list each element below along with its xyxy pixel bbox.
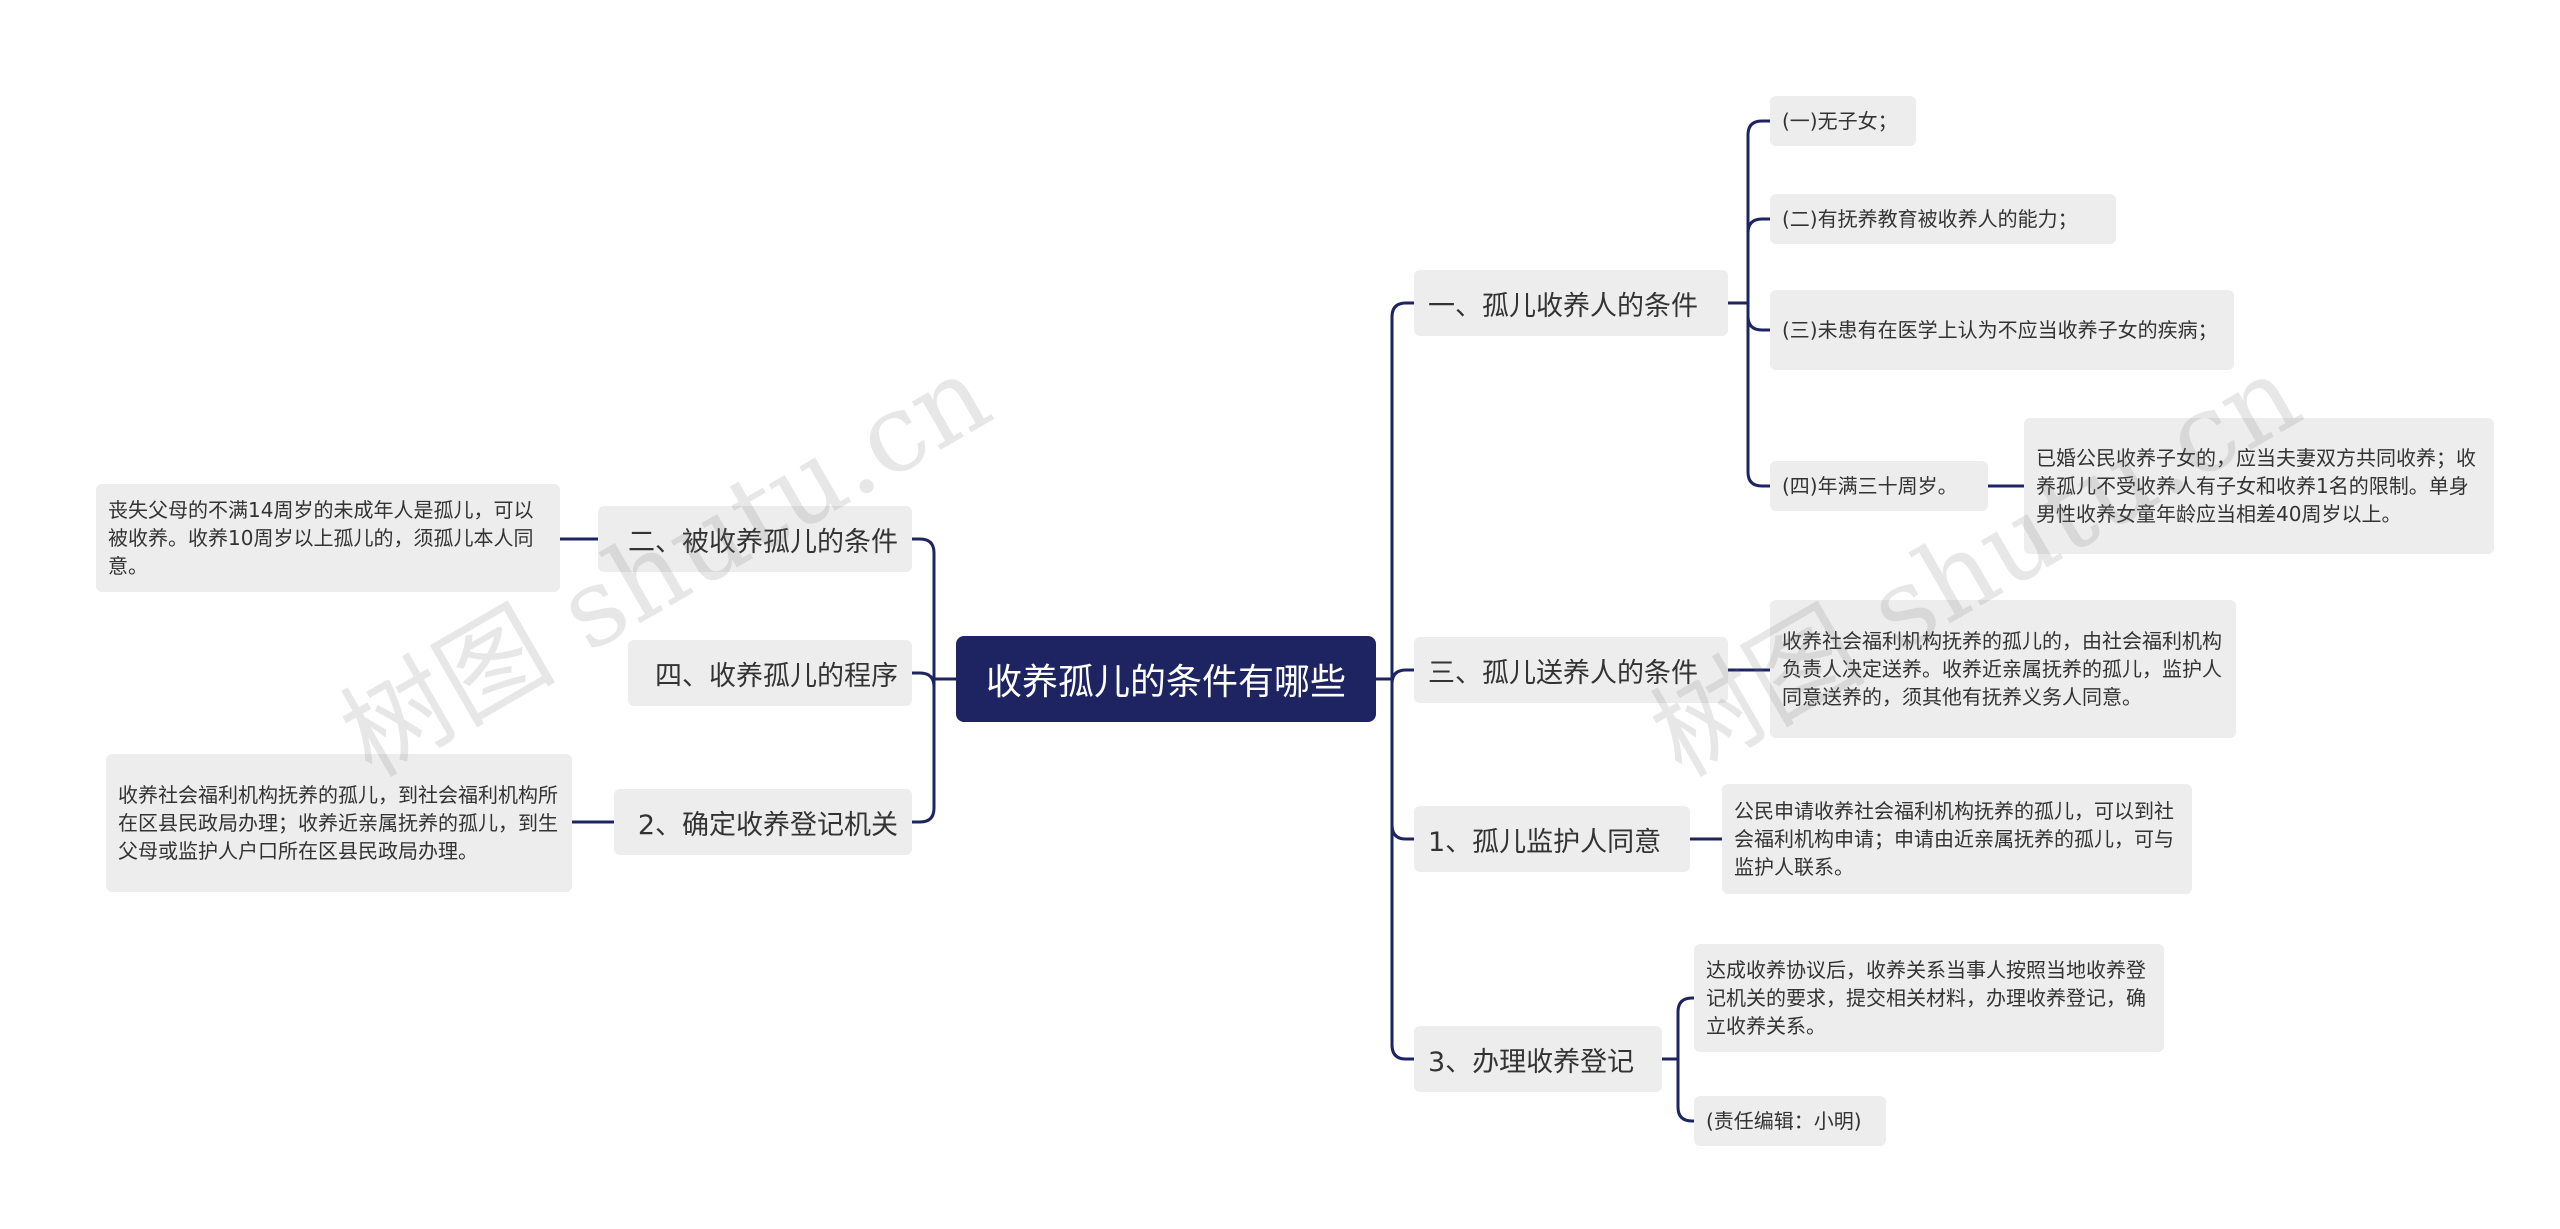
branch-registration-authority[interactable]: 2、确定收养登记机关 xyxy=(614,789,912,855)
connector-4 xyxy=(1390,677,1416,1061)
leaf-no-disease: (三)未患有在医学上认为不应当收养子女的疾病； xyxy=(1770,290,2234,370)
leaf-married-rule: 已婚公民收养子女的，应当夫妻双方共同收养；收养孤儿不受收养人有子女和收养1名的限… xyxy=(2024,418,2494,554)
branch-placer-conditions[interactable]: 三、孤儿送养人的条件 xyxy=(1414,637,1728,703)
leaf-editor: (责任编辑：小明) xyxy=(1694,1096,1886,1146)
leaf-no-children: (一)无子女； xyxy=(1770,96,1916,146)
root-topic[interactable]: 收养孤儿的条件有哪些 xyxy=(956,636,1376,722)
connector-19 xyxy=(1676,1057,1696,1123)
connector-11 xyxy=(1746,217,1772,305)
branch-adoptee-conditions[interactable]: 二、被收养孤儿的条件 xyxy=(598,506,912,572)
connector-10 xyxy=(1746,119,1772,305)
connector-12 xyxy=(1746,301,1772,332)
branch-guardian-consent[interactable]: 1、孤儿监护人同意 xyxy=(1414,806,1690,872)
leaf-authority-rule: 收养社会福利机构抚养的孤儿，到社会福利机构所在区县民政局办理；收养近亲属抚养的孤… xyxy=(106,754,572,892)
connector-1 xyxy=(1390,301,1416,681)
leaf-age-thirty: (四)年满三十周岁。 xyxy=(1770,461,1988,511)
leaf-placer-rule: 收养社会福利机构抚养的孤儿的，由社会福利机构负责人决定送养。收养近亲属抚养的孤儿… xyxy=(1770,600,2236,738)
leaf-registration-rule: 达成收养协议后，收养关系当事人按照当地收养登记机关的要求，提交相关材料，办理收养… xyxy=(1694,944,2164,1052)
connector-2 xyxy=(1390,668,1416,685)
connector-18 xyxy=(1676,996,1696,1061)
connector-6 xyxy=(910,537,936,681)
leaf-guardian-rule: 公民申请收养社会福利机构抚养的孤儿，可以到社会福利机构申请；申请由近亲属抚养的孤… xyxy=(1722,784,2192,894)
connector-3 xyxy=(1390,677,1416,841)
branch-adoption-procedure[interactable]: 四、收养孤儿的程序 xyxy=(628,640,912,706)
connector-7 xyxy=(910,671,936,688)
branch-adopter-conditions[interactable]: 一、孤儿收养人的条件 xyxy=(1414,270,1728,336)
leaf-ability: (二)有抚养教育被收养人的能力； xyxy=(1770,194,2116,244)
connector-8 xyxy=(910,677,936,824)
connector-13 xyxy=(1746,301,1772,488)
leaf-orphan-definition: 丧失父母的不满14周岁的未成年人是孤儿，可以被收养。收养10周岁以上孤儿的，须孤… xyxy=(96,484,560,592)
branch-registration[interactable]: 3、办理收养登记 xyxy=(1414,1026,1662,1092)
